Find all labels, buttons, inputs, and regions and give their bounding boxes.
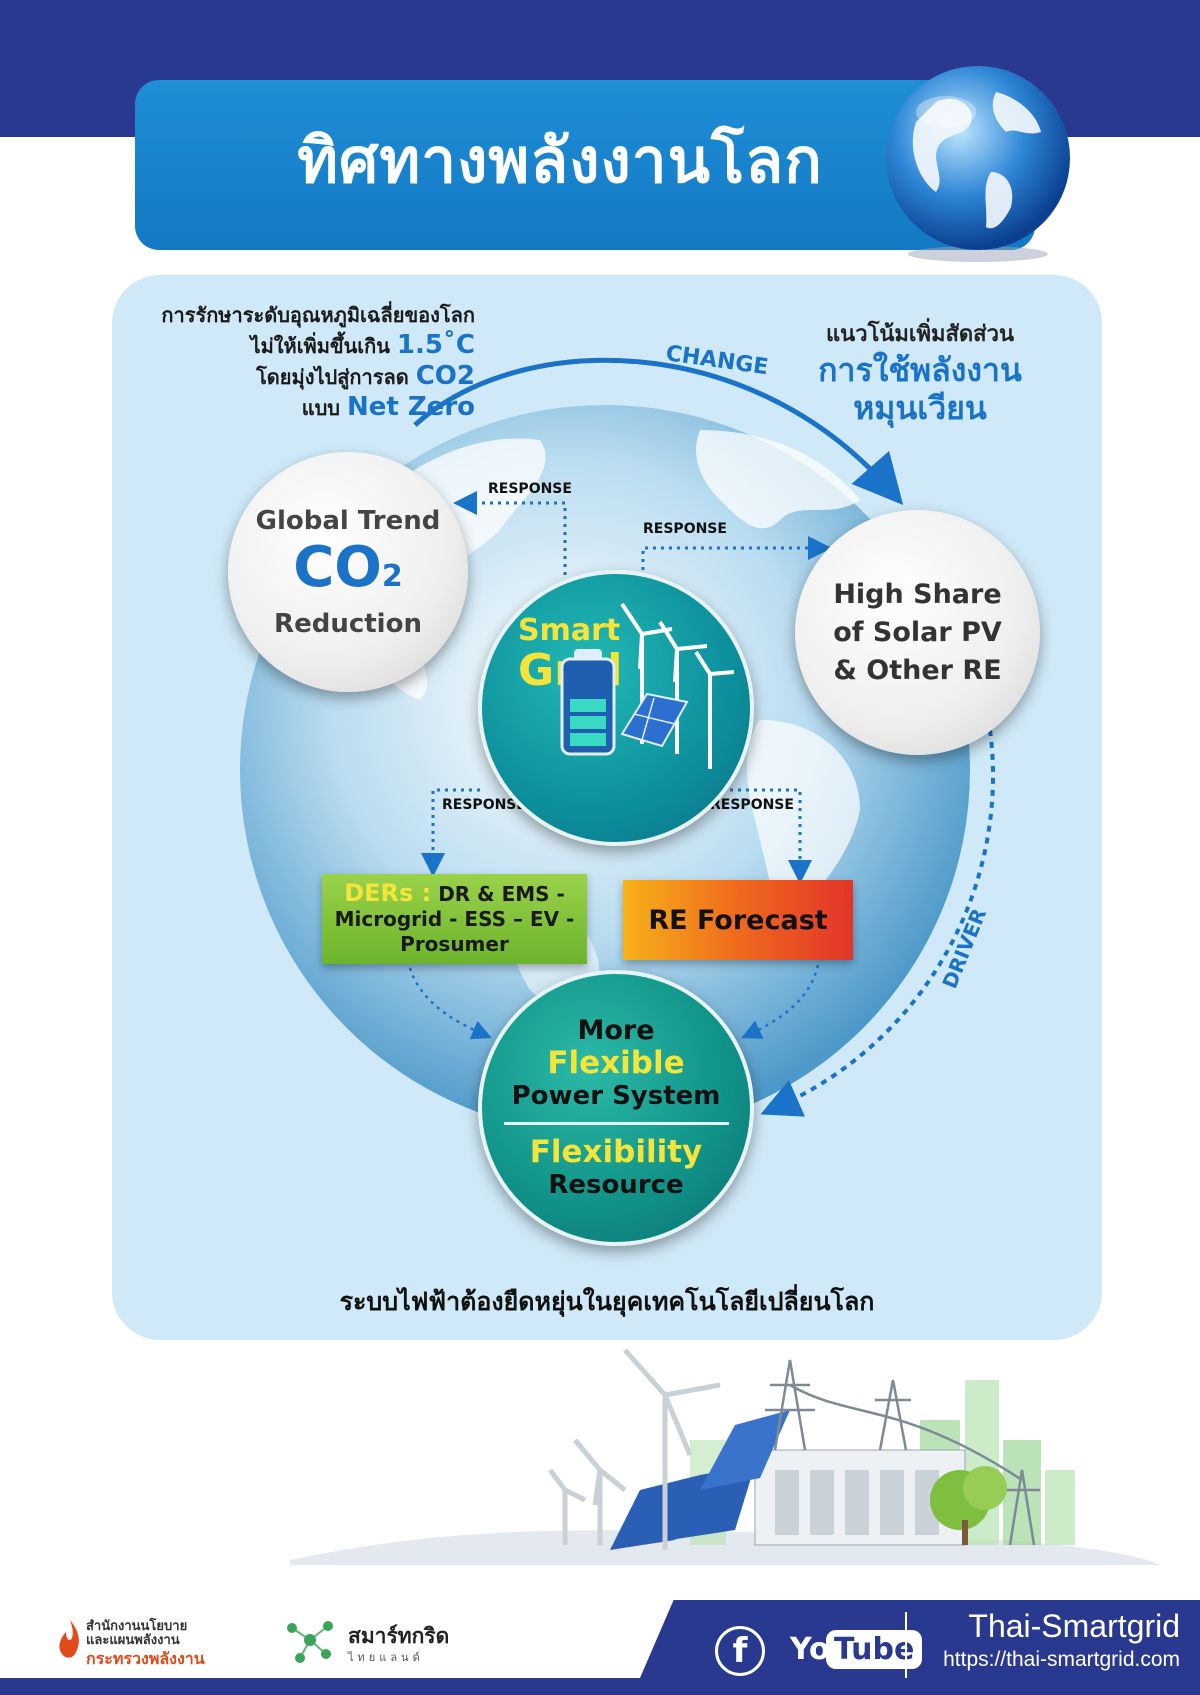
org1-ministry: กระทรวงพลังงาน bbox=[86, 1649, 205, 1668]
intro-left-text: การรักษาระดับอุณหภูมิเฉลี่ยของโลก ไม่ให้… bbox=[130, 300, 475, 423]
smart-grid-circle: Smart Grid bbox=[478, 570, 754, 846]
driver-label: DRIVER bbox=[937, 905, 991, 992]
facebook-icon[interactable]: f bbox=[715, 1626, 765, 1676]
org1-line1: สำนักงานนโยบาย bbox=[86, 1619, 188, 1634]
smart-grid-title-1: Smart bbox=[518, 613, 621, 648]
youtube-icon[interactable]: Tube bbox=[826, 1630, 923, 1669]
response-label-left: RESPONSE bbox=[488, 481, 572, 497]
energy-landscape-illustration bbox=[290, 1348, 1160, 1565]
title-banner bbox=[135, 80, 1035, 250]
wind-turbine-icon bbox=[548, 1348, 721, 1550]
globe-icon bbox=[886, 66, 1070, 262]
intro-right-line3: หมุนเวียน bbox=[853, 389, 987, 427]
intro-right-text: แนวโน้มเพิ่มสัดส่วน การใช้พลังงาน หมุนเว… bbox=[770, 316, 1070, 427]
re-forecast-label: RE Forecast bbox=[648, 904, 828, 936]
diagram-caption: ระบบไฟฟ้าต้องยืดหยุ่นในยุคเทคโนโลยีเปลี่… bbox=[339, 1287, 875, 1316]
site-url-link[interactable]: https://thai-smartgrid.com bbox=[943, 1648, 1180, 1671]
flexible-line2: Flexible bbox=[547, 1044, 685, 1081]
wind-turbine-icon bbox=[620, 602, 735, 769]
ders-line3: Prosumer bbox=[400, 932, 509, 956]
ders-box: DERs : DR & EMS - Microgrid - ESS – EV -… bbox=[322, 874, 587, 964]
co2-heading: CO2 bbox=[293, 534, 403, 600]
global-trend-subtitle: Reduction bbox=[274, 608, 422, 639]
temperature-value: 1.5˚C bbox=[396, 330, 475, 360]
ders-label: DERs : bbox=[344, 879, 432, 907]
flexible-line3: Power System bbox=[511, 1080, 721, 1111]
change-label: CHANGE bbox=[664, 341, 770, 380]
high-share-circle: High Share of Solar PV & Other RE bbox=[795, 510, 1040, 755]
co2-value: CO2 bbox=[415, 361, 475, 391]
intro-left-line2: ไม่ให้เพิ่มขึ้นเกิน 1.5˚C bbox=[250, 330, 475, 360]
global-trend-circle: Global Trend CO2 Reduction bbox=[228, 452, 468, 692]
org2-name: สมาร์ทกริด bbox=[348, 1624, 450, 1648]
footer-band bbox=[0, 1678, 1200, 1695]
intro-left-line1: การรักษาระดับอุณหภูมิเฉลี่ยของโลก bbox=[161, 303, 475, 327]
intro-left-line3: โดยมุ่งไปสู่การลด CO2 bbox=[256, 361, 475, 391]
global-trend-title: Global Trend bbox=[255, 505, 441, 536]
solar-panel-icon bbox=[610, 1410, 790, 1550]
high-share-line3: & Other RE bbox=[833, 654, 1002, 686]
flexible-divider bbox=[503, 1121, 729, 1125]
response-label-bottom-left: RESPONSE bbox=[442, 797, 526, 813]
net-zero-value: Net Zero bbox=[346, 392, 475, 422]
flexible-line4: Flexibility bbox=[529, 1133, 703, 1170]
org1-line2: และแผนพลังงาน bbox=[86, 1633, 180, 1648]
ders-line2: Microgrid - ESS – EV - bbox=[334, 907, 575, 931]
response-label-right: RESPONSE bbox=[643, 521, 727, 537]
org2-subtitle: ไทยแลนด์ bbox=[348, 1651, 424, 1664]
intro-left-line4: แบบ Net Zero bbox=[301, 392, 475, 422]
intro-right-line2: การใช้พลังงาน bbox=[818, 351, 1022, 389]
flexible-power-circle: More Flexible Power System Flexibility R… bbox=[478, 970, 754, 1246]
footer-separator bbox=[905, 1612, 907, 1678]
solar-panel-icon bbox=[620, 692, 689, 748]
org1-name: สำนักงานนโยบาย และแผนพลังงาน bbox=[86, 1620, 187, 1648]
ders-line1: DR & EMS - bbox=[438, 882, 565, 906]
high-share-line2: of Solar PV bbox=[833, 616, 1002, 648]
page-title: ทิศทางพลังงานโลก bbox=[297, 124, 823, 197]
power-tower-icon bbox=[765, 1359, 1040, 1546]
high-share-line1: High Share bbox=[833, 578, 1002, 610]
flame-logo-icon bbox=[59, 1620, 79, 1658]
flexible-line1: More bbox=[577, 1014, 655, 1046]
network-logo-icon bbox=[287, 1621, 333, 1663]
response-label-bottom-right: RESPONSE bbox=[710, 797, 794, 813]
site-name: Thai-Smartgrid bbox=[968, 1608, 1180, 1644]
intro-right-line1: แนวโน้มเพิ่มสัดส่วน bbox=[826, 322, 1014, 347]
flexible-line5: Resource bbox=[548, 1169, 684, 1200]
re-forecast-box: RE Forecast bbox=[623, 880, 853, 960]
battery-icon bbox=[560, 649, 616, 756]
